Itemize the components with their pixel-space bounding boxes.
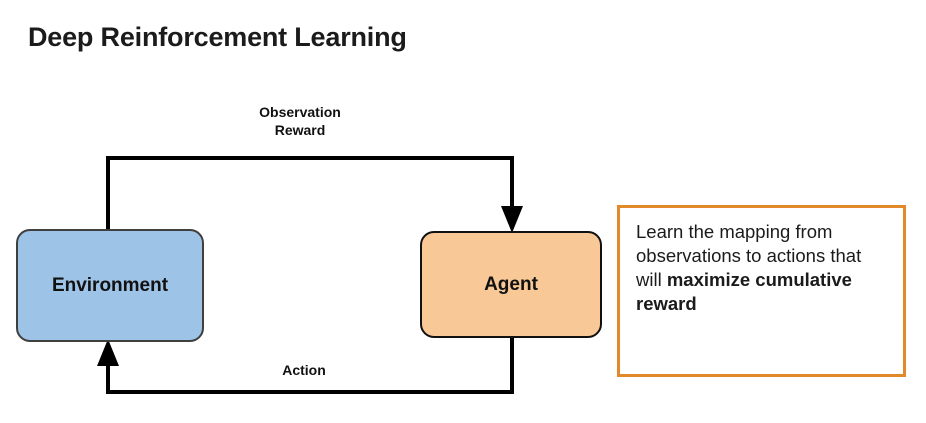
action-line (106, 338, 514, 394)
node-agent-label: Agent (484, 273, 538, 295)
callout-text: Learn the mapping from observations to a… (636, 220, 889, 316)
callout-text-emphasis: maximize cumulative reward (636, 269, 852, 315)
node-environment-label: Environment (51, 274, 169, 296)
callout-box: Learn the mapping from observations to a… (617, 205, 906, 377)
edge-label-observation-reward: Observation Reward (259, 104, 341, 138)
arrowhead-up-icon (97, 339, 119, 366)
callout-text-normal: Learn the mapping from observations to a… (636, 221, 862, 291)
edge-environment-to-agent (106, 156, 523, 233)
page-title: Deep Reinforcement Learning (28, 22, 407, 52)
node-agent[interactable]: Agent (420, 231, 602, 338)
arrowhead-down-icon (501, 206, 523, 233)
edge-label-action: Action (282, 362, 326, 378)
observation-reward-line (106, 156, 514, 229)
node-environment[interactable]: Environment (16, 229, 204, 342)
edge-agent-to-environment (97, 338, 514, 394)
